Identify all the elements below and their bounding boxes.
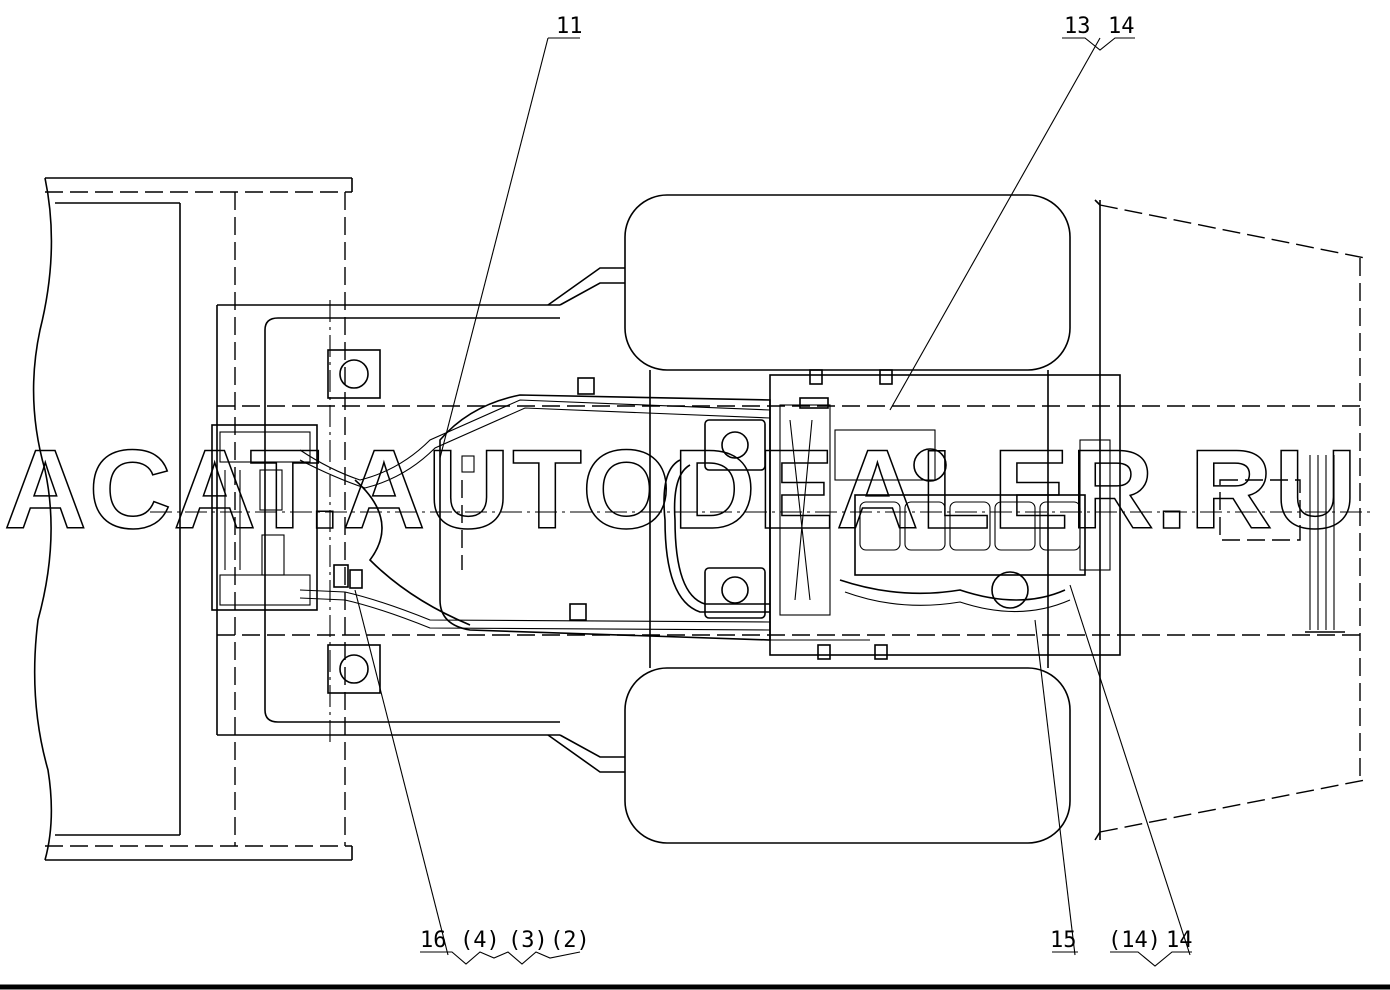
front-control-block [211, 399, 771, 631]
wheels [624, 194, 1071, 844]
mount-bracket-top [327, 349, 381, 399]
callout-14-bottom: 14 [1166, 928, 1193, 953]
rear-counterweight [1094, 199, 1366, 841]
callout-14-top: 14 [1108, 14, 1135, 39]
watermark-text: ACAT.AUTODEALER.RU [4, 427, 1359, 552]
leader-lines [354, 37, 1192, 967]
callout-15: 15 [1050, 928, 1077, 953]
mount-bracket-bottom [327, 644, 381, 694]
callout-2: (2) [550, 928, 590, 953]
tire-top [624, 194, 1071, 371]
callout-labels: 11 13 14 16 (4) (3) (2) 15 (14) 14 [420, 14, 1193, 953]
front-attachment [32, 177, 353, 861]
front-frame [150, 300, 1370, 745]
callout-11: 11 [556, 14, 583, 39]
callout-13: 13 [1064, 14, 1091, 39]
engine [769, 369, 1121, 660]
callout-16: 16 [420, 928, 447, 953]
callout-4: (4) [460, 928, 500, 953]
callout-3: (3) [508, 928, 548, 953]
callout-14-paren: (14) [1108, 928, 1161, 953]
tire-bottom [624, 667, 1071, 844]
